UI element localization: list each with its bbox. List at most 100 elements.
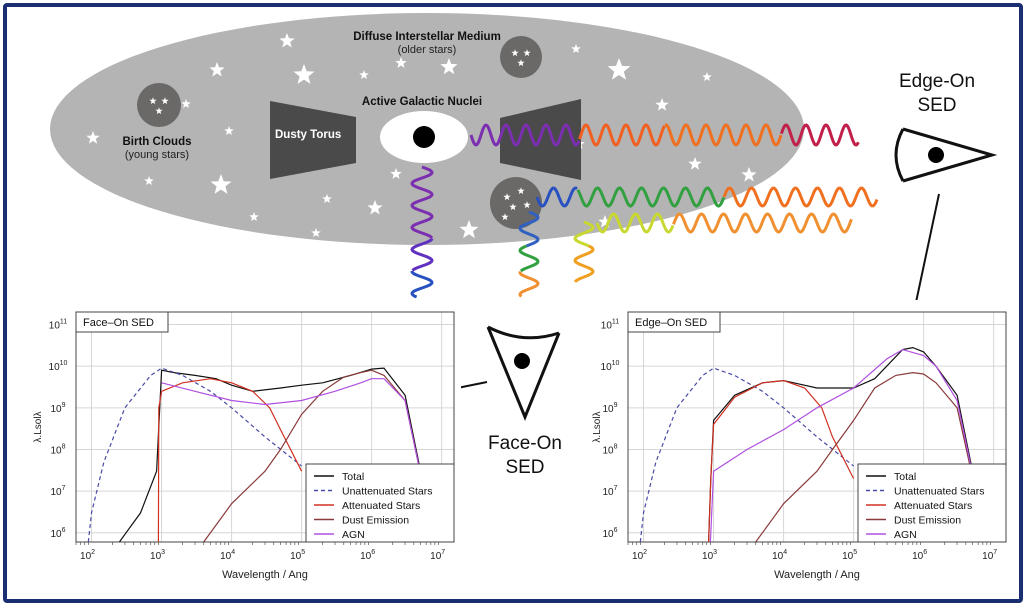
edge-on-eye-icon (894, 127, 998, 183)
agn-down-wave-seg2 (410, 271, 434, 299)
y-axis-label: λ.Lsolλ (33, 411, 44, 442)
cloud-star-2 (155, 107, 163, 115)
figure-frame: Dusty Torus Diffuse Interstellar Medium … (3, 3, 1023, 603)
plot-border (75, 311, 455, 543)
x-axis-label: Wavelength / Ang (222, 569, 308, 581)
x-axis-label: Wavelength / Ang (774, 569, 860, 581)
cloud-star-5 (517, 59, 525, 67)
legend-label: Unattenuated Stars (342, 486, 432, 498)
diffuse-ism-title: Diffuse Interstellar Medium (353, 31, 501, 43)
star-4 (395, 57, 407, 68)
star-5 (440, 58, 458, 75)
edge-wave-main-seg0 (469, 123, 581, 147)
star-20 (598, 215, 612, 228)
agn-down-wave-seg1 (410, 237, 434, 272)
legend-label: Total (894, 471, 916, 483)
agn-label: Active Galactic Nuclei (362, 96, 482, 108)
cloud-stars (149, 49, 531, 221)
legend-box (857, 463, 1007, 543)
chart-title-box (627, 311, 721, 333)
edge-wave-main-seg1 (578, 123, 666, 147)
legend-label: Unattenuated Stars (894, 486, 984, 498)
star-15 (390, 168, 402, 179)
series-dust-emission (755, 371, 988, 542)
edge-wave-main-seg2 (664, 123, 783, 147)
cloud-star-0 (149, 97, 157, 105)
star-17 (459, 220, 479, 239)
star-2 (293, 64, 315, 84)
light-waves (410, 123, 879, 299)
chart-title-box (75, 311, 169, 333)
cloud-down-wave-seg1 (518, 244, 540, 273)
star-3 (359, 70, 369, 79)
series-attenuated-stars (157, 378, 303, 542)
edge-on-label-line1: Edge-On (899, 71, 975, 92)
star-13 (210, 174, 232, 194)
series-agn (161, 378, 436, 542)
edge-wave-main-seg3 (779, 123, 860, 147)
star-0 (279, 33, 295, 48)
star-9 (702, 72, 712, 81)
face-on-eye-icon (486, 325, 561, 421)
legend-box (305, 463, 455, 543)
cloud-down-wave-seg0 (518, 210, 540, 248)
legend-label: Total (342, 471, 364, 483)
cloud-star-3 (511, 49, 519, 57)
series-attenuated-stars (708, 379, 855, 542)
legend-label: Attenuated Stars (894, 500, 972, 512)
agn-pupil (413, 126, 435, 148)
series-dust-emission (203, 369, 436, 542)
star-16 (367, 200, 383, 215)
edge-on-label-line2: SED (917, 95, 956, 116)
chart-background (590, 300, 1008, 593)
cloud-star-10 (501, 213, 509, 221)
diffuse-ism-subtitle: (older stars) (398, 44, 457, 56)
star-7 (571, 44, 581, 53)
star-6 (607, 58, 631, 80)
star-19 (311, 228, 321, 237)
dusty-torus-label: Dusty Torus (275, 129, 341, 141)
face-on-label-line2: SED (505, 457, 544, 478)
stars-group (86, 33, 757, 239)
cloud-wave-lower-seg1 (672, 212, 853, 234)
dusty-torus-left (270, 101, 356, 179)
face-on-label-line1: Face-On (488, 433, 562, 454)
agn-down-wave-seg0 (410, 165, 434, 239)
star-12 (144, 176, 154, 185)
star-1 (209, 62, 225, 77)
series-unattenuated-stars (87, 367, 302, 542)
star-8 (655, 98, 669, 111)
star-18 (249, 212, 259, 221)
star-24 (181, 99, 191, 108)
legend-label: AGN (342, 529, 365, 541)
star-10 (688, 157, 702, 170)
cloud-star-9 (523, 201, 531, 209)
cloud-wave-upper-seg1 (576, 186, 726, 208)
legend-label: AGN (894, 529, 917, 541)
cloud-down-wave2-seg0 (573, 220, 595, 248)
legend-label: Attenuated Stars (342, 500, 420, 512)
series-agn (709, 348, 988, 542)
birth-cloud-top (500, 36, 542, 78)
chart-background (31, 300, 461, 593)
star-11 (86, 131, 100, 144)
cloud-down-wave-seg2 (518, 270, 540, 298)
birth-clouds-title: Birth Clouds (123, 136, 192, 148)
star-21 (741, 167, 757, 182)
cloud-wave-lower-seg0 (595, 212, 675, 234)
cloud-star-1 (161, 97, 169, 105)
y-axis-label: λ.Lsolλ (592, 411, 603, 442)
cloud-star-4 (523, 49, 531, 57)
chart-title: Edge–On SED (635, 317, 707, 329)
cloud-star-6 (503, 193, 511, 201)
star-14 (322, 194, 332, 203)
star-23 (224, 126, 234, 135)
birth-clouds-subtitle: (young stars) (125, 149, 189, 161)
cloud-star-7 (517, 187, 525, 195)
chart-title: Face–On SED (83, 317, 154, 329)
cloud-wave-upper-seg0 (535, 186, 578, 208)
birth-cloud-left (137, 83, 181, 127)
legend-label: Dust Emission (342, 515, 409, 527)
